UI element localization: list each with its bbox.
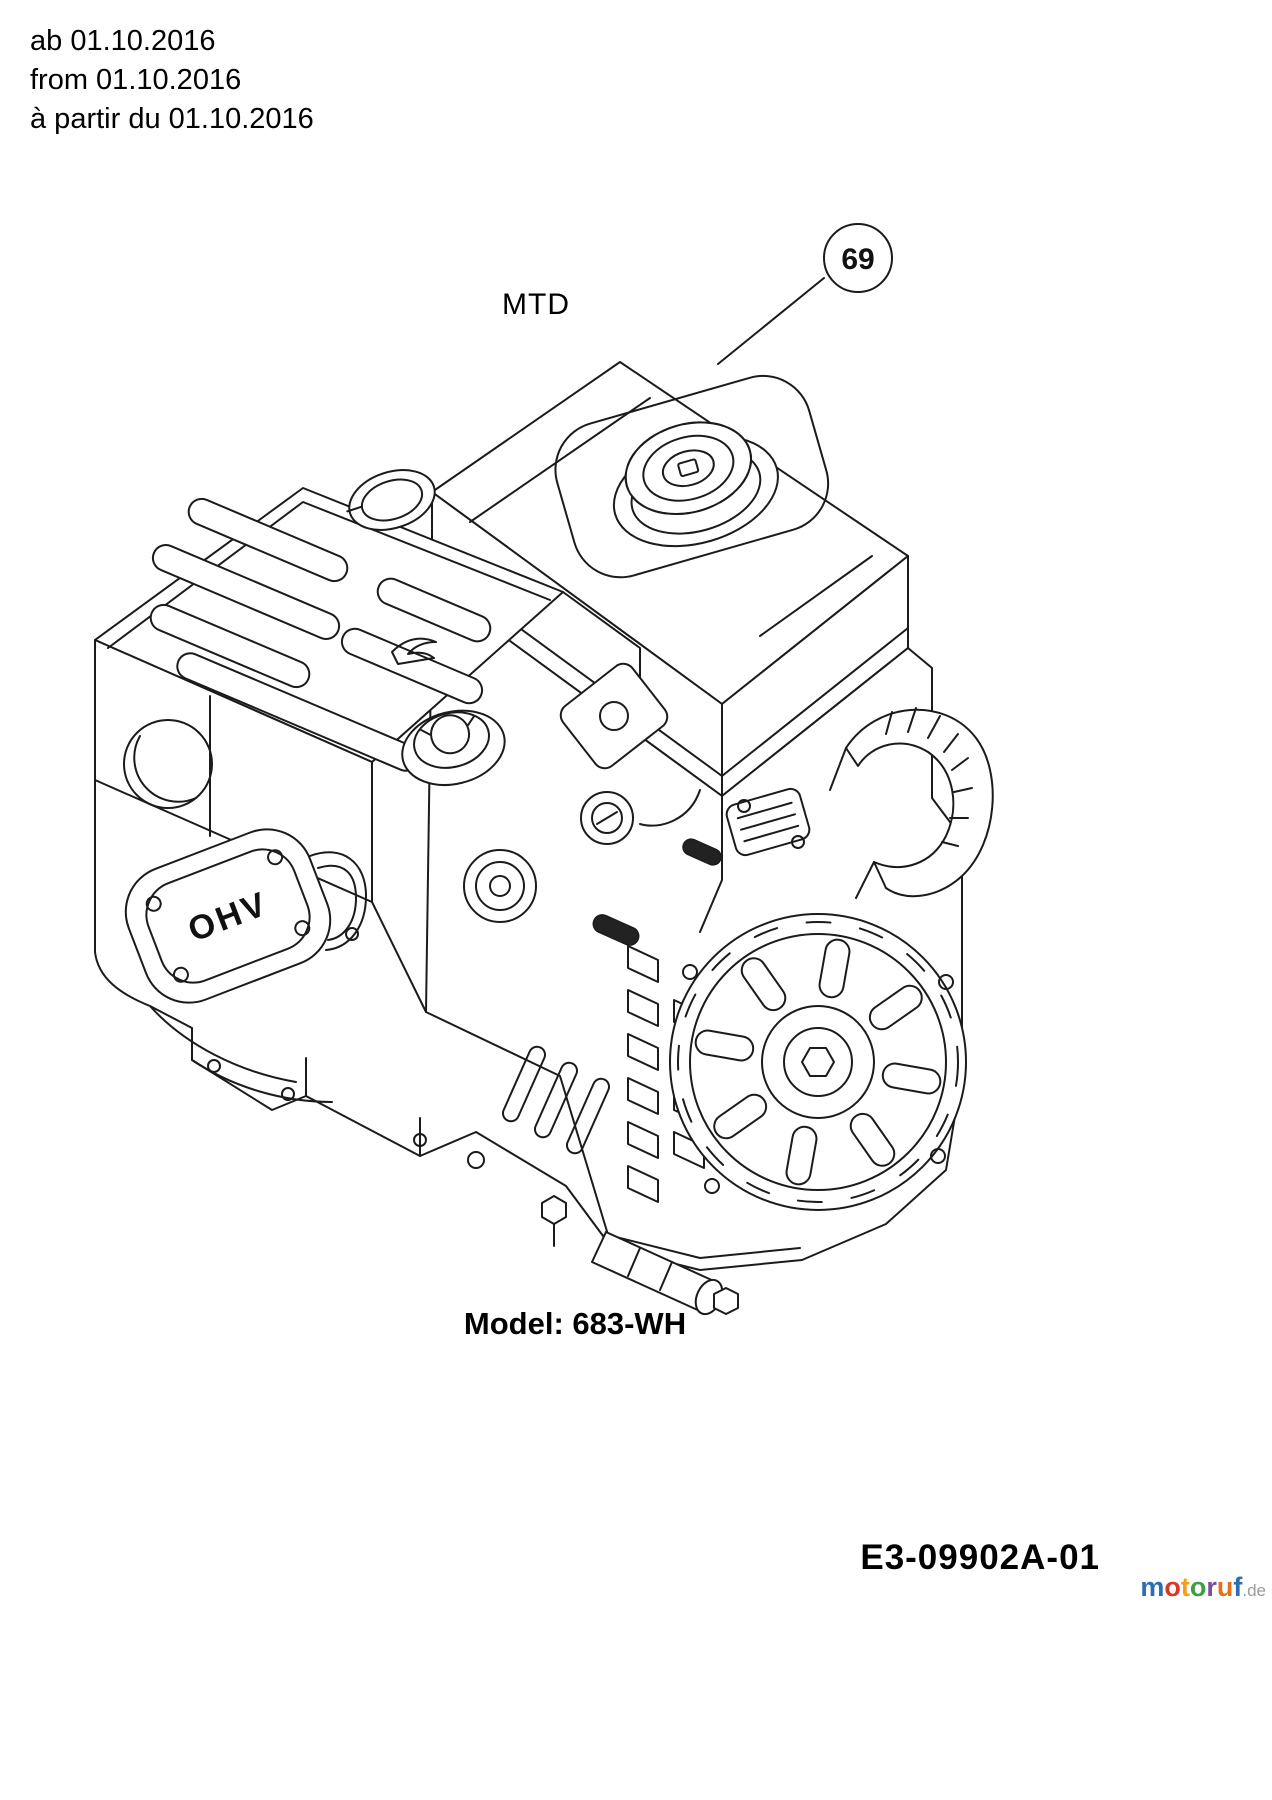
base-bolts xyxy=(413,1133,567,1247)
motoruf-watermark: motoruf.de xyxy=(1140,1572,1266,1603)
callout-number: 69 xyxy=(841,243,874,276)
validity-dates: ab 01.10.2016 from 01.10.2016 à partir d… xyxy=(30,22,314,139)
ohv-valve-cover: OHV xyxy=(124,828,332,1004)
validity-line-en: from 01.10.2016 xyxy=(30,63,242,96)
side-panel-hole xyxy=(123,719,213,809)
model-label: Model: 683-WH xyxy=(463,1306,687,1341)
fuel-cap xyxy=(554,374,830,579)
drawing-number: E3-09902A-01 xyxy=(860,1538,1100,1577)
crankshaft-pto xyxy=(591,1231,739,1316)
validity-line-fr: à partir du 01.10.2016 xyxy=(30,102,314,135)
breather-hose xyxy=(309,851,367,951)
oil-cap-small xyxy=(346,469,436,531)
carburetor xyxy=(559,591,701,827)
validity-line-de: ab 01.10.2016 xyxy=(30,25,216,57)
ignition-switch xyxy=(580,791,634,845)
throttle-lever xyxy=(682,838,722,866)
crankcase-lines xyxy=(149,1005,333,1103)
watermark-letters: motoruf.de xyxy=(1140,1572,1266,1602)
choke-lever xyxy=(592,914,640,946)
brand-emblem xyxy=(391,637,437,665)
round-plug xyxy=(463,849,537,923)
carry-handle xyxy=(829,707,994,899)
engine-shroud xyxy=(94,487,564,903)
callout-69[interactable]: 69 xyxy=(717,223,893,365)
oil-fill-cap xyxy=(401,709,506,786)
engine-brand-label: MTD xyxy=(502,288,570,321)
recoil-starter xyxy=(669,913,967,1211)
heat-shield xyxy=(725,787,811,857)
